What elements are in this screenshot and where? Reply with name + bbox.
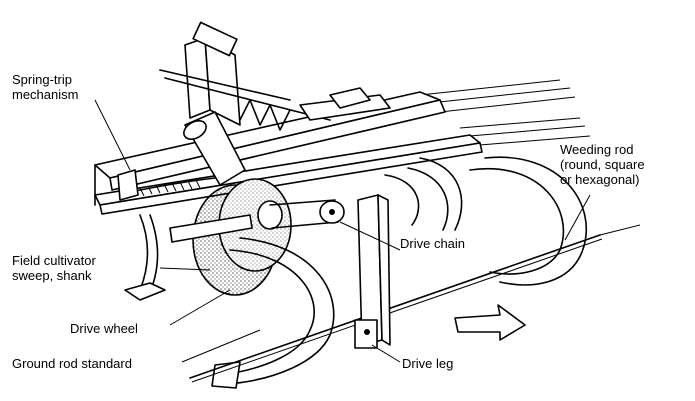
label-field-cultivator: Field cultivator sweep, shank xyxy=(12,253,96,283)
drive-leg xyxy=(354,194,391,349)
weeding-rod xyxy=(189,224,641,383)
drive-wheel xyxy=(192,178,292,296)
drive-chain xyxy=(269,199,345,229)
spring-trip-mechanism xyxy=(117,99,291,201)
cultivator-shank xyxy=(124,214,253,301)
frame-speed-lines xyxy=(419,79,591,146)
leader-lines xyxy=(94,99,591,363)
arrow-right-icon xyxy=(454,304,526,341)
label-drive-chain: Drive chain xyxy=(400,236,466,251)
label-drive-wheel: Drive wheel xyxy=(70,321,138,336)
main-frame xyxy=(94,91,483,215)
hitch-assembly xyxy=(159,21,391,126)
label-ground-rod-standard: Ground rod standard xyxy=(12,356,132,371)
label-weeding-rod: Weeding rod (round, square or hexagonal) xyxy=(560,142,645,187)
ground-rod-standards xyxy=(211,156,588,389)
label-drive-leg: Drive leg xyxy=(402,356,454,371)
label-spring-trip-mechanism: Spring-trip mechanism xyxy=(12,72,79,102)
